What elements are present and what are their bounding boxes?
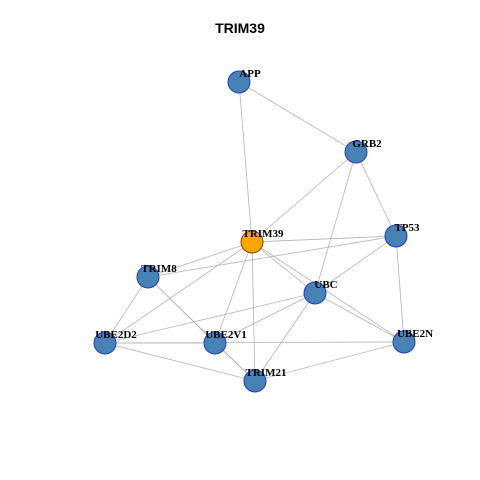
edge-ube2d2-ube2n xyxy=(104,341,405,344)
edge-trim39-ube2v1 xyxy=(214,241,253,344)
node-label-tp53: TP53 xyxy=(394,222,420,234)
edge-trim39-trim21 xyxy=(251,241,256,382)
edge-app-grb2 xyxy=(238,81,357,153)
edge-ubc-ube2v1 xyxy=(214,292,316,344)
edge-app-trim39 xyxy=(238,81,253,243)
node-label-ube2d2: UBE2D2 xyxy=(95,329,137,341)
figure-title: TRIM39 xyxy=(215,20,265,36)
edge-ubc-ube2n xyxy=(314,292,405,343)
edges-layer xyxy=(104,81,405,382)
edge-tp53-ube2n xyxy=(395,235,405,343)
edge-grb2-ubc xyxy=(314,151,357,294)
edge-ubc-trim21 xyxy=(254,292,316,382)
edge-ubc-ube2d2 xyxy=(104,292,316,344)
node-label-ube2n: UBE2N xyxy=(397,328,433,340)
node-ube2v1 xyxy=(203,331,227,355)
edge-trim39-ube2d2 xyxy=(104,241,253,344)
edge-trim8-ube2d2 xyxy=(104,276,149,344)
node-trim8 xyxy=(136,265,160,289)
node-label-trim21: TRIM21 xyxy=(246,367,287,379)
node-tp53 xyxy=(384,224,408,248)
node-label-ube2v1: UBE2V1 xyxy=(205,329,247,341)
edge-grb2-tp53 xyxy=(355,151,397,237)
edge-tp53-ubc xyxy=(314,235,397,294)
node-label-app: APP xyxy=(239,68,261,80)
edge-ube2n-trim21 xyxy=(254,341,405,382)
edge-trim8-tp53 xyxy=(147,235,397,278)
node-trim39 xyxy=(240,230,264,254)
edge-grb2-trim39 xyxy=(251,151,357,243)
edge-trim39-tp53 xyxy=(251,235,397,243)
node-label-trim8: TRIM8 xyxy=(141,263,177,275)
node-label-trim39: TRIM39 xyxy=(243,228,284,240)
node-ubc xyxy=(303,281,327,305)
node-label-grb2: GRB2 xyxy=(352,138,382,150)
node-label-ubc: UBC xyxy=(314,279,337,291)
node-ube2d2 xyxy=(93,331,117,355)
node-trim21 xyxy=(243,369,267,393)
node-app xyxy=(227,70,251,94)
node-grb2 xyxy=(344,140,368,164)
edge-trim39-trim8 xyxy=(147,241,253,278)
edge-ube2d2-trim21 xyxy=(104,342,256,382)
edge-trim39-ube2n xyxy=(251,241,405,343)
node-ube2n xyxy=(392,330,416,354)
edge-trim39-ubc xyxy=(251,241,316,294)
